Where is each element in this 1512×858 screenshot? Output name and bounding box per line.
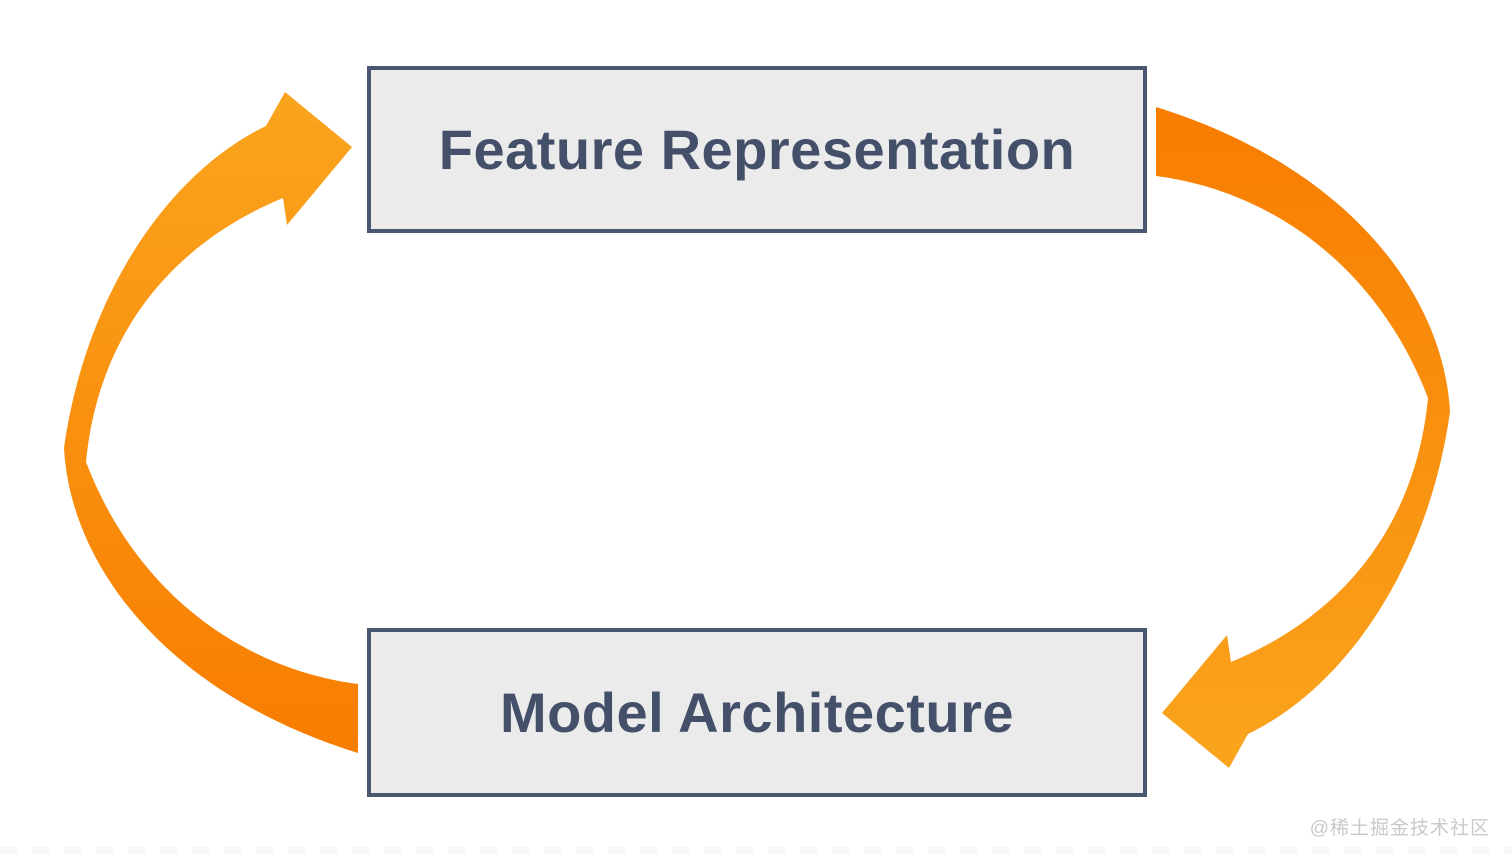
- node-label-model-architecture: Model Architecture: [499, 681, 1015, 744]
- bottom-dashed-divider: [0, 847, 1512, 854]
- node-feature-representation: Feature Representation: [367, 66, 1147, 233]
- arrow-top-to-bottom: [1156, 107, 1450, 768]
- arrow-bottom-to-top: [64, 92, 358, 753]
- node-label-feature-representation: Feature Representation: [438, 118, 1076, 181]
- watermark: @稀土掘金技术社区: [1309, 818, 1490, 839]
- node-model-architecture: Model Architecture: [367, 628, 1147, 797]
